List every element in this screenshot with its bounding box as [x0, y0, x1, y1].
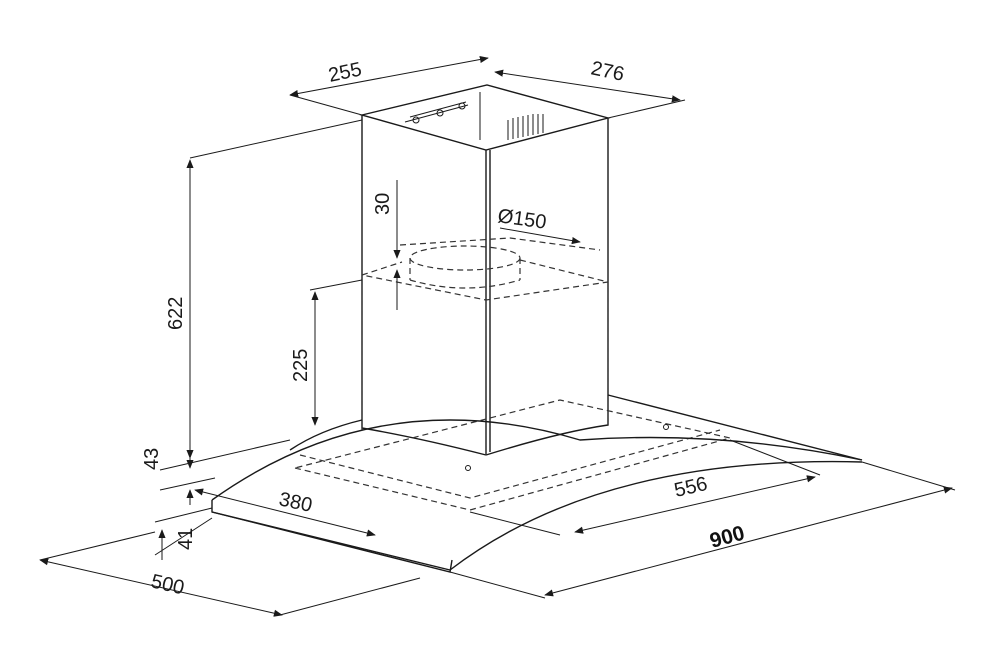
chimney-top-opening — [359, 84, 611, 151]
chimney-left-face — [361, 115, 487, 456]
dim-label-outlet-diameter: Ø150 — [496, 205, 548, 234]
chimney-right-face — [485, 118, 609, 456]
dim-label-total-width: 900 — [707, 522, 747, 553]
dim-label-canopy-height: 43 — [141, 448, 163, 470]
canopy-filter-inner — [299, 429, 721, 499]
vent-slots — [507, 114, 544, 140]
dim-line-canopy-front — [194, 488, 376, 537]
dim-label-chimney-depth: 276 — [589, 57, 626, 85]
canopy-top-right — [607, 394, 863, 461]
canopy-top-left — [289, 419, 363, 451]
canopy-filter-outline — [294, 399, 731, 511]
dim-line-outlet-diameter — [499, 227, 581, 245]
glass-bottom-edge — [211, 511, 453, 573]
dim-line-total-width — [544, 486, 953, 597]
screw-icon — [436, 109, 444, 117]
dim-label-outlet-offset: 30 — [372, 193, 394, 215]
mounting-bracket — [404, 101, 469, 123]
dim-line-chimney-depth — [494, 69, 681, 103]
dim-label-glass-thickness: 41 — [175, 528, 197, 550]
dim-label-canopy-inner-width: 556 — [672, 473, 709, 502]
canopy — [211, 394, 863, 573]
hidden-motor-housing — [361, 237, 609, 455]
dim-label-canopy-front: 380 — [277, 488, 314, 516]
screw-icon — [412, 116, 420, 124]
outlet-collar-top — [409, 245, 521, 271]
dim-label-total-height: 622 — [165, 297, 187, 330]
dim-line-total-depth — [39, 558, 283, 617]
dim-label-total-depth: 500 — [149, 570, 186, 599]
dim-label-inner-height: 225 — [290, 349, 312, 382]
glass-top-edge — [211, 419, 863, 501]
dim-line-chimney-width — [289, 55, 489, 98]
chimney — [359, 84, 611, 456]
screw-icon — [458, 102, 466, 110]
